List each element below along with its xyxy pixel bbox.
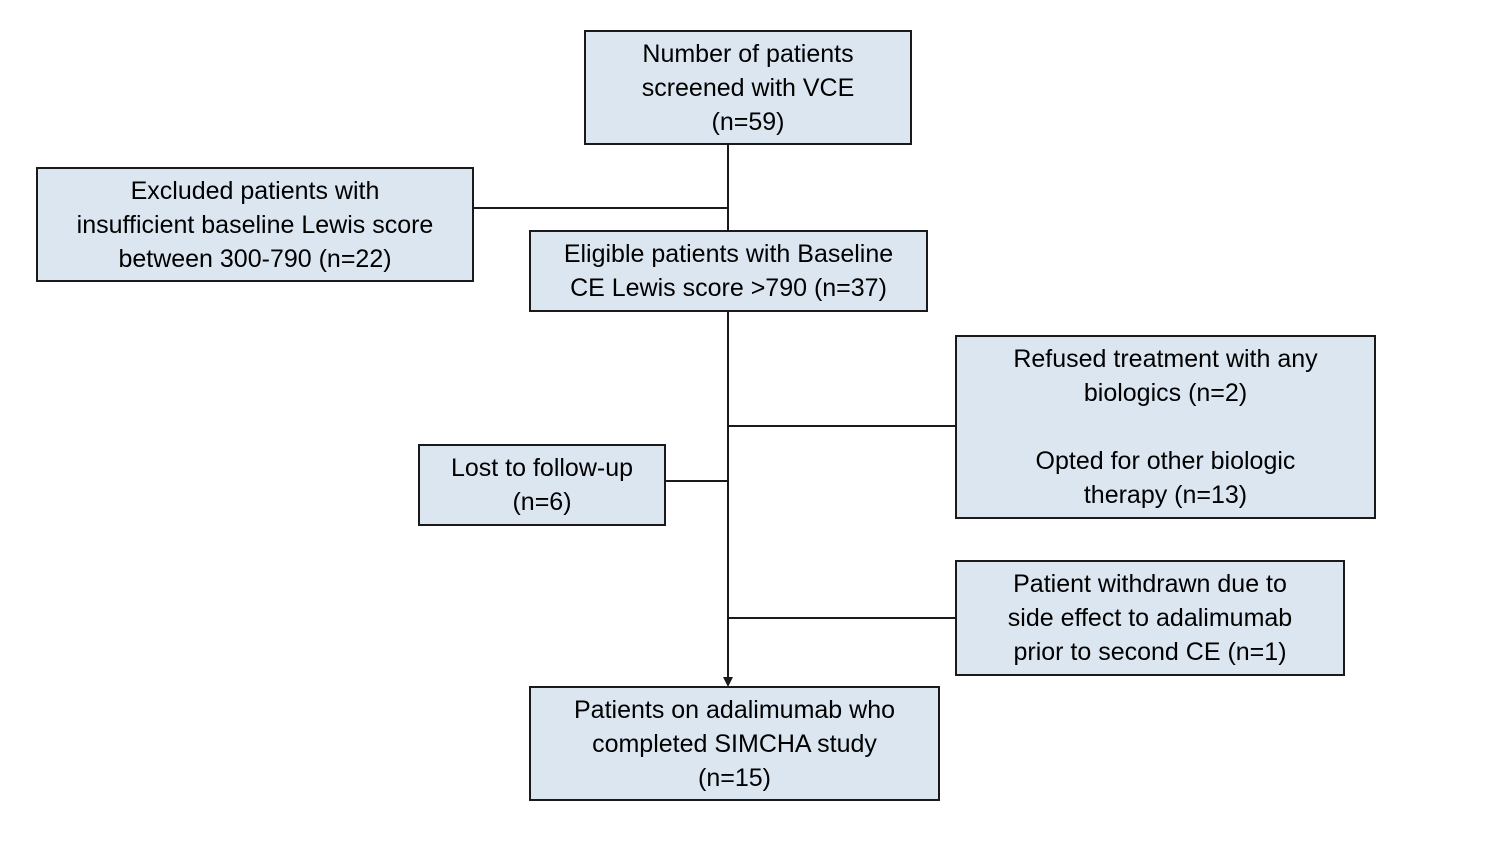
eligible-line-1: Eligible patients with Baseline bbox=[563, 240, 894, 268]
screened-line-1: Number of patients bbox=[642, 39, 854, 68]
completed-line-1: Patients on adalimumab who bbox=[573, 695, 896, 724]
excluded-line-3: between 300-790 (n=22) bbox=[118, 244, 392, 273]
refused-line-1: Refused treatment with any bbox=[1013, 345, 1318, 373]
eligible-box: Eligible patients with Baseline CE Lewis… bbox=[529, 230, 928, 312]
refused-box: Refused treatment with any biologics (n=… bbox=[955, 335, 1376, 519]
opted-line-2: therapy (n=13) bbox=[1083, 481, 1248, 509]
screened-line-3: (n=59) bbox=[711, 107, 785, 136]
refused-line-2: biologics (n=2) bbox=[1083, 379, 1248, 407]
screened-line-2: screened with VCE bbox=[641, 73, 855, 102]
screened-box: Number of patients screened with VCE (n=… bbox=[584, 30, 912, 145]
completed-line-3: (n=15) bbox=[698, 763, 771, 792]
arrowhead-to-completed bbox=[723, 677, 733, 687]
completed-line-2: completed SIMCHA study bbox=[592, 729, 877, 758]
withdrawn-line-3: prior to second CE (n=1) bbox=[1013, 638, 1287, 666]
opted-line-1: Opted for other biologic bbox=[1035, 447, 1296, 475]
excluded-line-1: Excluded patients with bbox=[130, 176, 380, 205]
withdrawn-line-1: Patient withdrawn due to bbox=[1013, 570, 1287, 598]
excluded-box: Excluded patients with insufficient base… bbox=[36, 167, 474, 282]
lost-box: Lost to follow-up (n=6) bbox=[418, 444, 666, 526]
eligible-line-2: CE Lewis score >790 (n=37) bbox=[570, 274, 887, 302]
completed-box: Patients on adalimumab who completed SIM… bbox=[529, 686, 940, 801]
lost-line-2: (n=6) bbox=[512, 488, 572, 516]
lost-line-1: Lost to follow-up bbox=[450, 454, 634, 482]
withdrawn-box: Patient withdrawn due to side effect to … bbox=[955, 560, 1345, 676]
withdrawn-line-2: side effect to adalimumab bbox=[1007, 604, 1293, 632]
excluded-line-2: insufficient baseline Lewis score bbox=[76, 210, 434, 239]
